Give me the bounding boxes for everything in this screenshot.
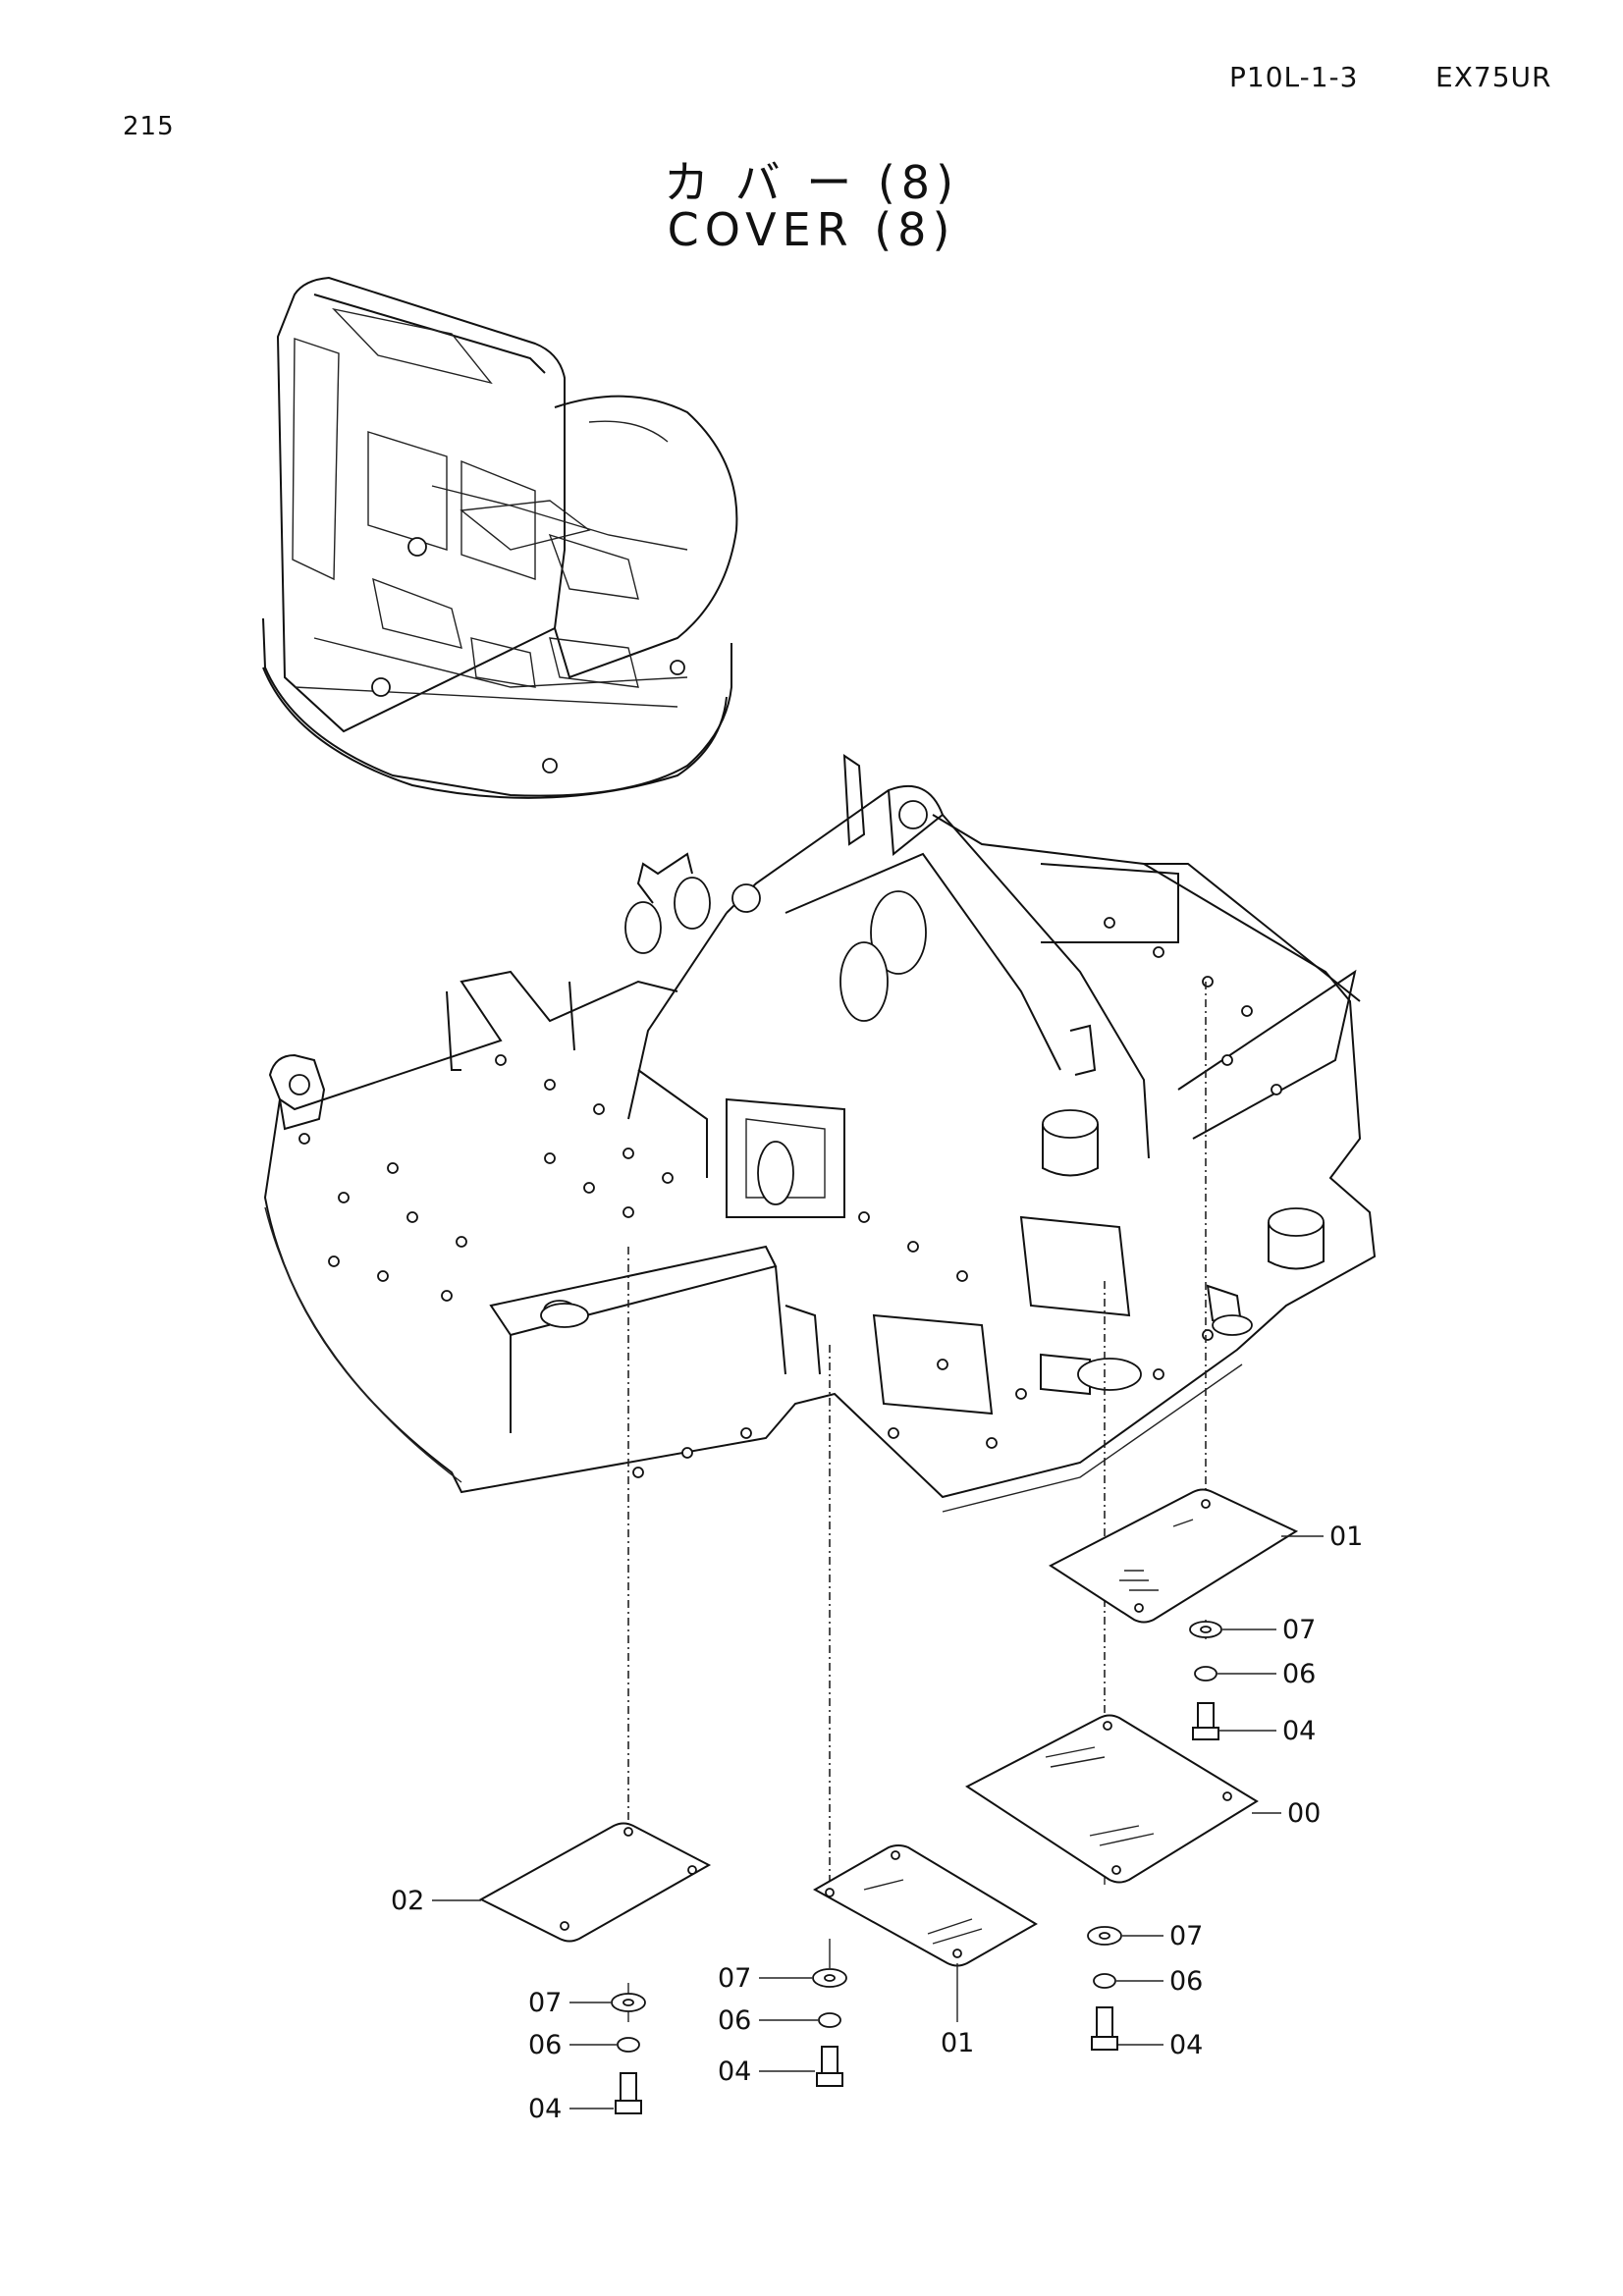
cover-plate-00 (965, 1714, 1259, 1884)
cover-plate-02 (478, 1822, 712, 1943)
callout-labels: 01 07 06 04 00 07 06 04 02 07 06 04 07 0… (391, 1522, 1363, 2124)
page-code: P10L-1-3 (1229, 61, 1359, 93)
callout-07-center: 07 (718, 1963, 751, 1994)
callout-01-upper: 01 (1329, 1522, 1363, 1552)
callout-07-upper: 07 (1282, 1615, 1316, 1645)
callout-01-center: 01 (941, 2028, 974, 2058)
callout-07-left: 07 (528, 1988, 562, 2018)
page-number: 215 (123, 112, 175, 141)
cover-plate-01-center (812, 1844, 1038, 1967)
title-english: COVER (8) (667, 203, 956, 256)
callout-04-upper: 04 (1282, 1716, 1316, 1746)
machine-overview-illustration (262, 276, 738, 799)
hardware-stack-right (1087, 1926, 1122, 2051)
callout-06-upper: 06 (1282, 1659, 1316, 1689)
callout-06-center: 06 (718, 2005, 751, 2036)
main-frame-illustration (263, 754, 1377, 1513)
callout-06-left: 06 (528, 2030, 562, 2060)
leader-lines (432, 1535, 1324, 2109)
hardware-stack-upper-right (1189, 1621, 1222, 1740)
hardware-stack-center (812, 1968, 847, 2087)
model-number: EX75UR (1435, 61, 1552, 93)
callout-00: 00 (1287, 1798, 1321, 1829)
callout-04-right: 04 (1169, 2030, 1203, 2060)
callout-04-left: 04 (528, 2094, 562, 2124)
cover-plate-01-upper (1049, 1488, 1299, 1624)
callout-06-right: 06 (1169, 1966, 1203, 1997)
title-japanese: カ バ ー (8) (663, 156, 960, 209)
callout-02: 02 (391, 1886, 424, 1916)
deck-bolt-holes (298, 917, 1282, 1478)
hardware-stack-left (611, 1993, 646, 2114)
callout-07-right: 07 (1169, 1921, 1203, 1951)
callout-04-center: 04 (718, 2056, 751, 2087)
